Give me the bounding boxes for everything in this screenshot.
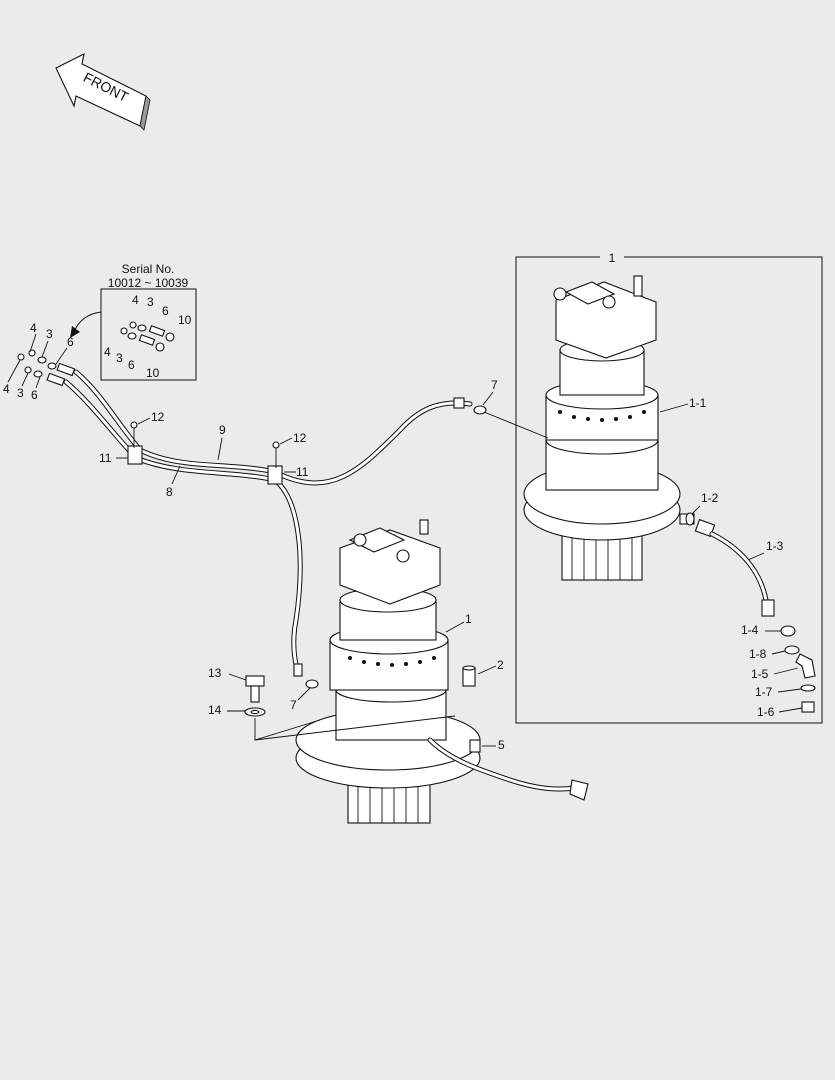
label-1-1: 1-1 — [689, 396, 707, 410]
detail-box: 1 1-1 — [483, 250, 823, 724]
inset-label-10b: 10 — [146, 366, 160, 380]
serial-inset: Serial No. 10012 ~ 10039 4 3 6 10 4 3 6 … — [100, 262, 197, 381]
left-label-3b: 3 — [17, 386, 24, 400]
label-1-4: 1-4 — [741, 623, 759, 637]
swing-motor-detail — [523, 275, 681, 581]
label-7-bottom: 7 — [290, 698, 297, 712]
inset-label-6a: 6 — [162, 304, 169, 318]
bolt-13 — [245, 675, 265, 703]
part-1-7 — [800, 684, 816, 692]
inset-label-4b: 4 — [104, 345, 111, 359]
swing-motor-front — [295, 519, 589, 824]
detail-box-title: 1 — [609, 251, 616, 265]
inset-label-3a: 3 — [147, 295, 154, 309]
front-arrow-icon: FRONT — [55, 53, 151, 131]
fitting-1-2 — [679, 512, 695, 526]
inset-title: Serial No. — [122, 262, 175, 276]
hose-1-3 — [694, 518, 775, 617]
inset-label-10a: 10 — [178, 313, 192, 327]
left-label-4a: 4 — [30, 321, 37, 335]
hose-assembly — [63, 369, 487, 689]
plug-5 — [469, 739, 481, 753]
inset-label-3b: 3 — [116, 351, 123, 365]
inset-serial-range: 10012 ~ 10039 — [108, 276, 189, 290]
left-label-4b: 4 — [3, 382, 10, 396]
label-1-2: 1-2 — [701, 491, 719, 505]
left-label-6b: 6 — [31, 388, 38, 402]
label-2: 2 — [497, 658, 504, 672]
left-label-6a: 6 — [67, 335, 74, 349]
label-12-right: 12 — [293, 431, 307, 445]
label-9: 9 — [219, 423, 226, 437]
label-5: 5 — [498, 738, 505, 752]
label-12-left: 12 — [151, 410, 165, 424]
inset-label-4a: 4 — [132, 293, 139, 307]
label-1-3: 1-3 — [766, 539, 784, 553]
label-7-top: 7 — [491, 378, 498, 392]
label-1-8: 1-8 — [749, 647, 767, 661]
washer-14 — [244, 707, 266, 717]
label-1-5: 1-5 — [751, 667, 769, 681]
inset-label-6b: 6 — [128, 358, 135, 372]
label-11-left: 11 — [99, 451, 112, 465]
part-1-8 — [784, 645, 800, 655]
label-1-front: 1 — [465, 612, 472, 626]
part-1-6 — [801, 701, 815, 713]
part-1-4 — [780, 625, 796, 637]
label-1-6: 1-6 — [757, 705, 775, 719]
left-fittings: 4 3 6 4 3 6 — [3, 321, 76, 402]
plug-2 — [462, 665, 476, 687]
label-13: 13 — [208, 666, 222, 680]
label-11-right: 11 — [296, 465, 309, 479]
left-label-3a: 3 — [46, 327, 53, 341]
part-1-5 — [795, 653, 816, 679]
label-14: 14 — [208, 703, 222, 717]
label-8: 8 — [166, 485, 173, 499]
label-1-7: 1-7 — [755, 685, 773, 699]
